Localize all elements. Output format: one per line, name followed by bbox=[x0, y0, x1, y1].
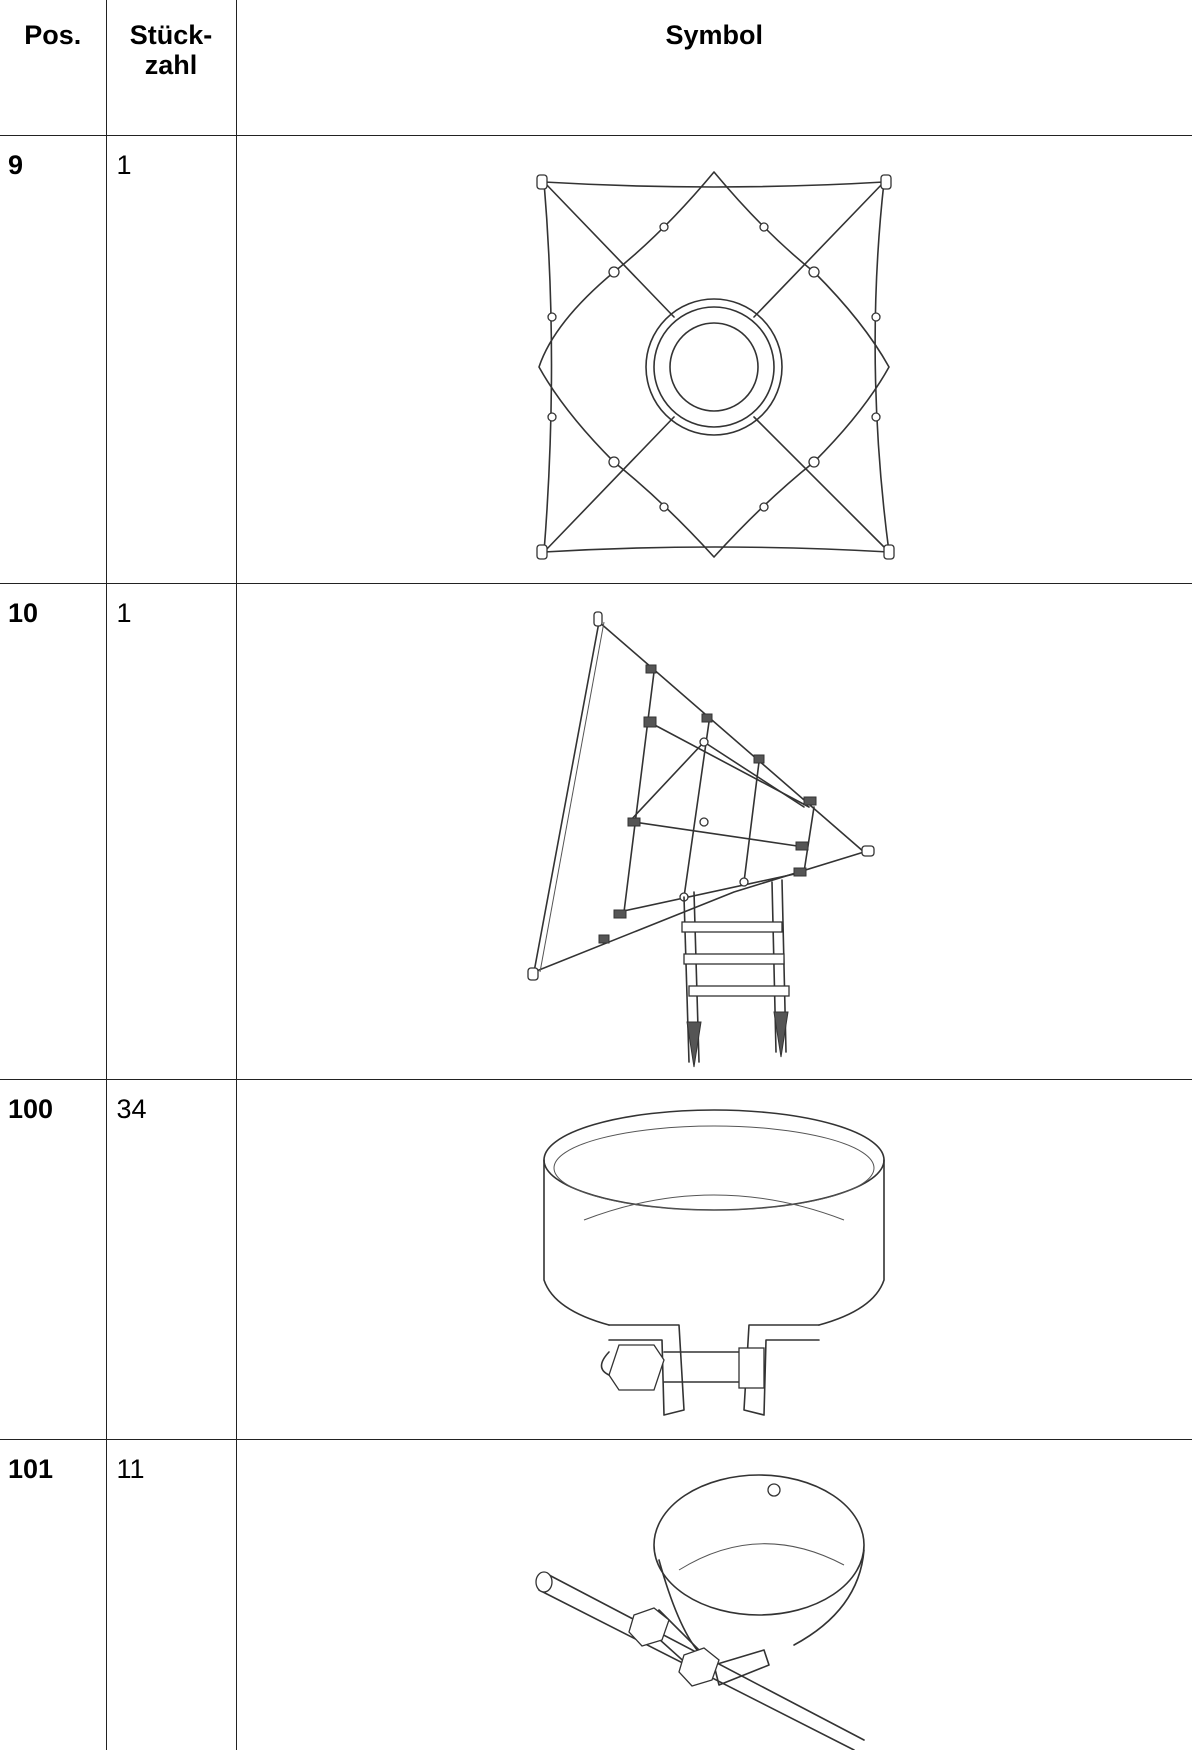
row-quantity: 11 bbox=[105, 1438, 237, 1750]
pipe-clamp-with-bolt-icon bbox=[543, 1108, 886, 1416]
table-row: 100 34 bbox=[0, 1078, 1192, 1440]
table-row: 9 1 bbox=[0, 134, 1192, 584]
header-quantity: Stück- zahl bbox=[105, 0, 237, 136]
header-quantity-line2: zahl bbox=[144, 50, 198, 80]
triangular-net-with-ladder-icon bbox=[527, 610, 875, 1067]
square-net-with-ring-icon bbox=[536, 170, 895, 560]
pipe-clamp-with-rod-icon bbox=[535, 1473, 866, 1750]
row-symbol bbox=[235, 582, 1192, 1080]
row-quantity: 34 bbox=[105, 1078, 237, 1440]
table-row: 10 1 bbox=[0, 582, 1192, 1080]
row-quantity: 1 bbox=[105, 582, 237, 1080]
row-quantity: 1 bbox=[105, 134, 237, 584]
row-symbol bbox=[235, 1078, 1192, 1440]
table-header-row: Pos. Stück- zahl Symbol bbox=[0, 0, 1192, 136]
row-symbol bbox=[235, 1438, 1192, 1750]
row-pos: 100 bbox=[0, 1078, 107, 1440]
table-row: 101 11 bbox=[0, 1438, 1192, 1750]
row-pos: 10 bbox=[0, 582, 107, 1080]
row-pos: 9 bbox=[0, 134, 107, 584]
header-pos: Pos. bbox=[0, 0, 107, 136]
row-pos: 101 bbox=[0, 1438, 107, 1750]
row-symbol bbox=[235, 134, 1192, 584]
header-quantity-line1: Stück- bbox=[129, 20, 213, 50]
header-symbol: Symbol bbox=[235, 0, 1192, 136]
